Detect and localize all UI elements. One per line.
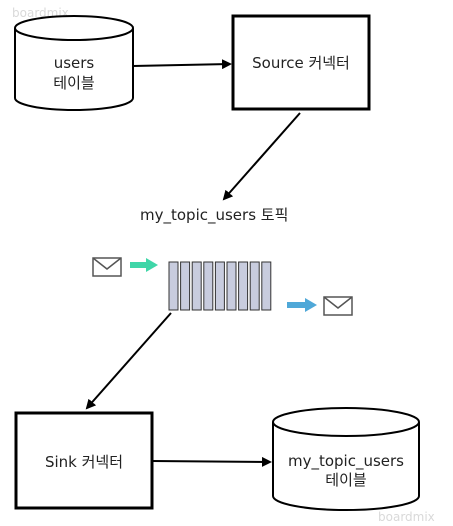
arrow-source-to-topic [222,112,301,201]
queue-cell [180,261,191,311]
inbound-arrow [130,258,158,272]
queue-cell [261,261,272,311]
outbound-arrow [287,298,317,312]
queue-cell [168,261,179,311]
topic-queue [168,261,272,311]
target-table-label-line2: 테이블 [325,471,366,489]
users-table-label-line2: 테이블 [53,74,94,92]
arrow-sink-to-table [151,456,272,467]
arrow-users-to-source [132,59,232,70]
queue-cell [191,261,202,311]
envelope-icon [323,296,353,316]
source-connector-node: Source 커넥터 [231,14,371,111]
users-table-node: users 테이블 [14,15,134,111]
sink-connector-label: Sink 커넥터 [45,453,123,471]
users-table-label-line1: users [54,54,95,72]
queue-cell [238,261,249,311]
topic-label: my_topic_users 토픽 [140,206,288,225]
watermark-bottom: boardmix [378,510,435,524]
queue-cell [214,261,225,311]
target-table-label-line1: my_topic_users [288,452,404,471]
source-connector-label: Source 커넥터 [252,54,350,72]
queue-cell [249,261,260,311]
arrow-topic-to-sink [85,312,172,410]
queue-cell [226,261,237,311]
sink-connector-node: Sink 커넥터 [14,411,154,510]
queue-cell [203,261,214,311]
envelope-icon [92,257,122,277]
target-table-node: my_topic_users 테이블 [272,407,420,511]
